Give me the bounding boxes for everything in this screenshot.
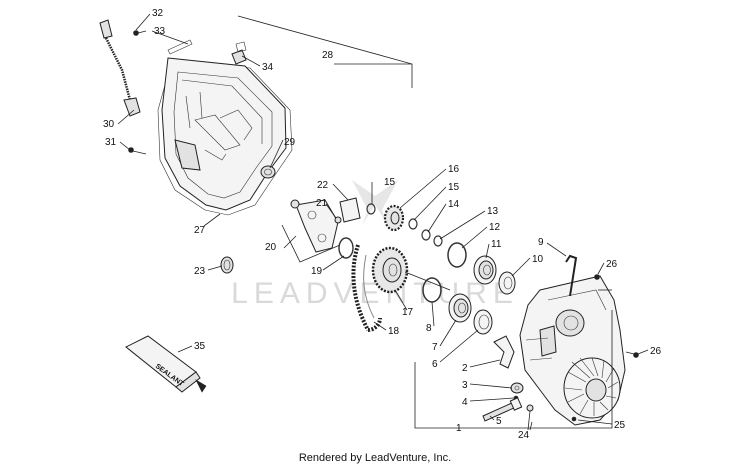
bracket-20 — [281, 224, 341, 263]
shoe-22 — [339, 197, 361, 223]
callout-3: 3 — [462, 380, 468, 391]
sealant-tube-35: SEALANT — [125, 335, 207, 393]
chain-18 — [351, 244, 382, 332]
vent-tube-9 — [565, 254, 578, 297]
footer-credit: Rendered by LeadVenture, Inc. — [298, 452, 452, 464]
callout-33: 33 — [154, 26, 166, 37]
clip-33 — [167, 39, 193, 55]
bolt-31 — [128, 147, 147, 155]
callout-28: 28 — [322, 50, 334, 61]
callout-19: 19 — [311, 266, 323, 277]
chaincase-housing — [519, 275, 626, 426]
watermark-logo-icon — [352, 180, 398, 225]
callout-17: 17 — [402, 307, 414, 318]
plug-34 — [231, 41, 247, 65]
callout-18: 18 — [388, 326, 400, 337]
screw-26b — [625, 351, 639, 358]
callout-2: 2 — [462, 363, 468, 374]
callout-15b: 15 — [448, 182, 460, 193]
bearing-7 — [448, 293, 472, 323]
washer-15b — [408, 218, 418, 230]
callout-14: 14 — [448, 199, 460, 210]
callout-13: 13 — [487, 206, 499, 217]
callout-9: 9 — [538, 237, 544, 248]
callout-34: 34 — [262, 62, 274, 73]
callout-26a: 26 — [606, 259, 618, 270]
spring-23 — [220, 256, 234, 274]
callout-22: 22 — [317, 180, 329, 191]
callout-32: 32 — [152, 8, 164, 19]
callout-7: 7 — [432, 342, 438, 353]
callout-8: 8 — [426, 323, 432, 334]
lever-2 — [493, 335, 515, 369]
bracket-1 — [414, 310, 613, 429]
callout-12: 12 — [489, 222, 501, 233]
callout-29: 29 — [284, 137, 296, 148]
callout-20: 20 — [265, 242, 277, 253]
washer-14 — [421, 229, 431, 241]
sprocket-16 — [383, 204, 405, 232]
dipstick-30 — [99, 19, 141, 117]
callout-16: 16 — [448, 164, 460, 175]
bolt-5 — [482, 397, 523, 422]
washer-13 — [433, 235, 443, 247]
leader-lines — [117, 13, 649, 431]
bolt-32 — [133, 30, 147, 36]
callout-5: 5 — [496, 416, 502, 427]
chaincase-cover — [128, 30, 293, 216]
seal-6 — [473, 309, 493, 335]
callout-labels: 32 33 34 28 30 29 31 27 22 21 15 16 15 1… — [103, 8, 662, 441]
ring-19 — [338, 237, 354, 259]
callout-10: 10 — [532, 254, 544, 265]
callout-4: 4 — [462, 397, 468, 408]
screw-25 — [571, 416, 577, 422]
callout-26b: 26 — [650, 346, 662, 357]
callout-30: 30 — [103, 119, 115, 130]
washer-21 — [334, 216, 342, 224]
callout-25: 25 — [614, 420, 626, 431]
ring-12 — [447, 242, 467, 268]
callout-15a: 15 — [384, 177, 396, 188]
callout-11: 11 — [491, 239, 502, 250]
callout-6: 6 — [432, 359, 438, 370]
seal-10 — [498, 271, 516, 295]
callout-27: 27 — [194, 225, 206, 236]
nut-3 — [510, 382, 524, 394]
sprocket-17 — [371, 246, 451, 294]
callout-35: 35 — [194, 341, 206, 352]
callout-31: 31 — [105, 137, 117, 148]
callout-1: 1 — [456, 423, 462, 434]
screw-26a — [594, 274, 600, 280]
bolt-24 — [526, 404, 534, 431]
callout-21: 21 — [316, 198, 328, 209]
bearing-11 — [473, 255, 497, 285]
washer-15a — [366, 203, 376, 215]
tensioner-20 — [290, 199, 339, 253]
callout-23: 23 — [194, 266, 206, 277]
callout-24: 24 — [518, 430, 530, 441]
